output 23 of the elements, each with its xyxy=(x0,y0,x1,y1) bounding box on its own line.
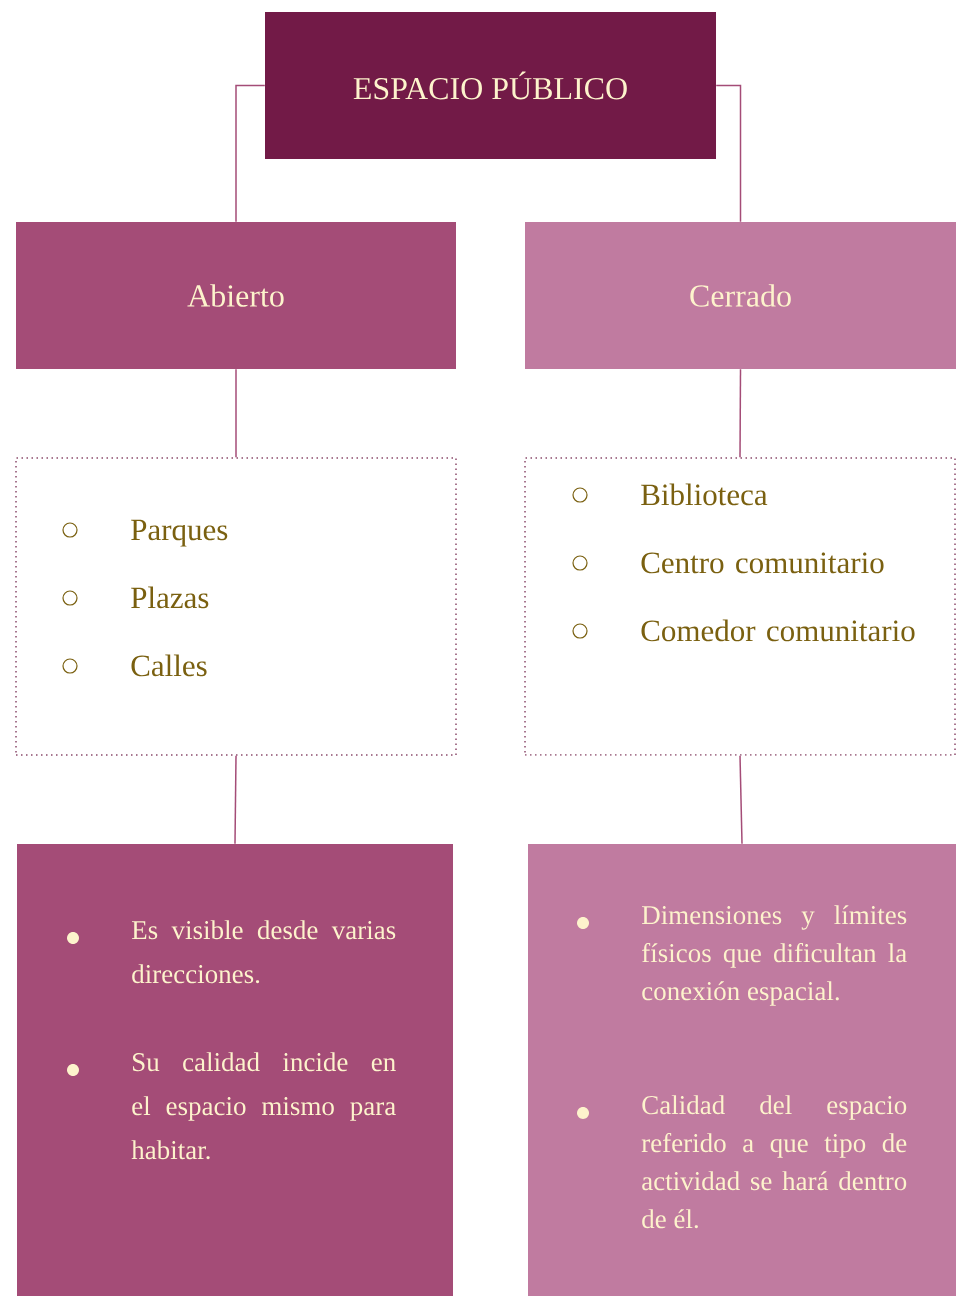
list-box xyxy=(524,457,956,756)
title-box: ESPACIO PÚBLICO xyxy=(265,12,716,159)
category-box: Abierto xyxy=(16,222,456,369)
list-item: Calidad del espacio referido a que tipo de actividad se hará dentro de él. xyxy=(577,1095,907,1229)
connector-line xyxy=(234,755,237,845)
connector-line xyxy=(235,84,266,223)
category-box: Cerrado xyxy=(525,222,956,369)
list-item: Dimensiones y límites físicos que dificultan la conexión espacial. xyxy=(577,905,907,1006)
list-item: Calles xyxy=(62,654,207,677)
connector-line xyxy=(715,84,742,223)
list-item: Centro comunitario xyxy=(572,552,884,574)
list-item: Biblioteca xyxy=(572,483,768,506)
list-box xyxy=(15,457,457,756)
list-item: Parques xyxy=(62,519,228,547)
list-item: Su calidad incide en el espacio mismo para habitar. xyxy=(67,1052,396,1160)
connector-line xyxy=(739,755,743,845)
list-item: Plazas xyxy=(62,586,209,609)
description-box xyxy=(17,844,453,1296)
list-item: Es visible desde varias direcciones. xyxy=(67,920,396,984)
description-box xyxy=(528,844,956,1296)
connector-line xyxy=(739,368,742,458)
connector-line xyxy=(235,368,237,458)
list-item: Comedor comunitario xyxy=(572,619,915,642)
